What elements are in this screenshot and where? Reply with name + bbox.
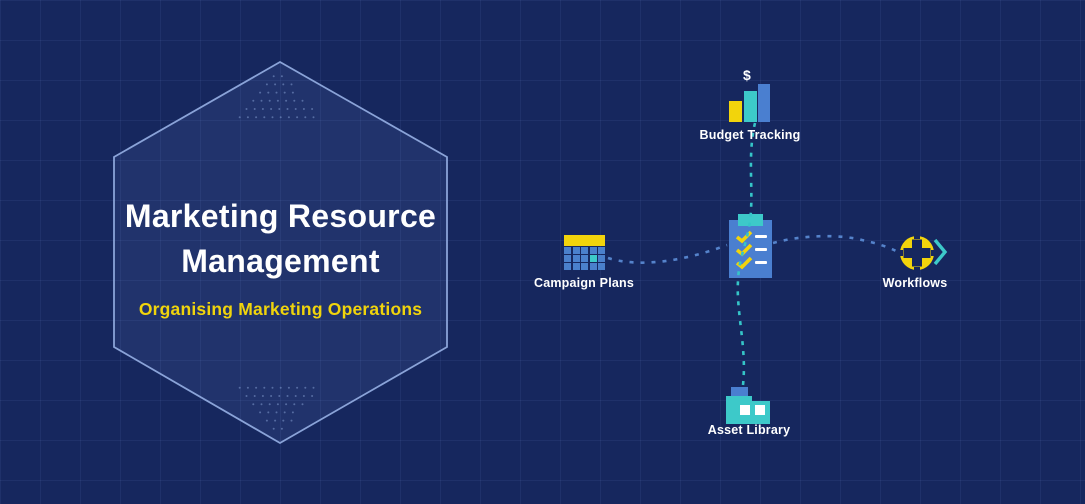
folder-tab	[731, 387, 748, 397]
folder-icon	[726, 387, 770, 424]
calendar-cell	[598, 255, 605, 262]
calendar-cell	[572, 247, 580, 254]
page-subtitle: Organising Marketing Operations	[138, 299, 423, 319]
folder-step	[726, 396, 752, 403]
calendar-cell	[564, 263, 571, 270]
calendar-cell	[581, 247, 588, 254]
checklist-row	[735, 230, 769, 244]
calendar-cell	[589, 255, 597, 262]
node-label-workflows: Workflows	[882, 276, 948, 290]
title-block: Marketing Resource Management Organising…	[78, 194, 483, 320]
page-title-line2: Management	[181, 243, 380, 279]
checklist-row	[735, 256, 769, 270]
check-icon	[735, 256, 753, 270]
checklist-line	[755, 248, 767, 251]
bar-yellow	[729, 101, 742, 122]
checklist-line	[755, 235, 767, 238]
check-icon	[735, 243, 753, 257]
halftone-dots-decoration	[238, 75, 315, 430]
calendar-cell	[564, 255, 571, 262]
node-label-asset-library: Asset Library	[707, 423, 791, 437]
bar-blue	[758, 84, 770, 122]
calendar-cell	[572, 255, 580, 262]
chevron-right-icon	[933, 238, 948, 266]
calendar-cell	[598, 247, 605, 254]
hexagon-outline	[113, 60, 448, 445]
calendar-cell	[572, 263, 580, 270]
checklist-line	[755, 261, 767, 264]
folder-item	[755, 405, 765, 415]
node-label-budget-tracking: Budget Tracking	[699, 128, 801, 142]
calendar-cell	[564, 247, 571, 254]
calendar-grid	[564, 247, 605, 270]
bar-teal	[744, 91, 757, 122]
clipboard-clip	[738, 214, 763, 226]
calendar-header	[564, 235, 605, 246]
gear-icon	[898, 234, 936, 272]
calendar-cell	[598, 263, 605, 270]
dollar-icon: $	[743, 67, 751, 83]
page-title-line1: Marketing Resource	[124, 198, 437, 234]
checklist-row	[735, 243, 769, 257]
calendar-cell	[581, 263, 588, 270]
node-label-campaign-plans: Campaign Plans	[533, 276, 635, 290]
folder-item	[740, 405, 750, 415]
clipboard-checklist-icon	[729, 214, 772, 278]
calendar-cell	[581, 255, 588, 262]
calendar-cell	[589, 247, 597, 254]
calendar-icon	[564, 235, 605, 270]
check-icon	[735, 230, 753, 244]
calendar-cell	[589, 263, 597, 270]
